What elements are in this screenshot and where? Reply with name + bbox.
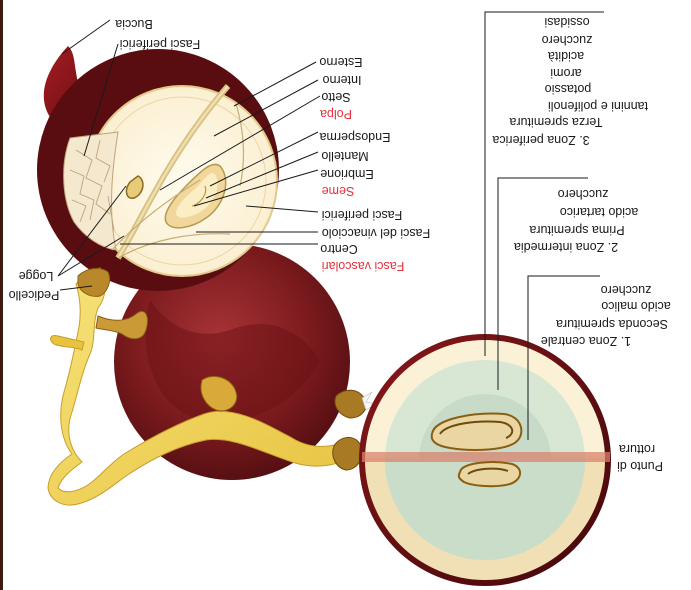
label-seme: Seme <box>322 184 355 198</box>
zone2-item-acido-tartarico: acido tartarico <box>560 205 639 219</box>
label-interno: Interno <box>322 73 361 87</box>
label-embrione: Embrione <box>320 167 374 181</box>
zone3-item-tannini: tannini e polifenoli <box>548 99 648 113</box>
zone1-item-zucchero: zucchero <box>601 283 652 297</box>
label-centro: Centro <box>320 242 358 256</box>
zone3-item-acidita: acidità <box>548 49 584 63</box>
breaking-point-line <box>362 452 610 462</box>
zone3-item-zucchero: zucchero <box>542 33 593 47</box>
zone2-item-zucchero: zucchero <box>558 187 609 201</box>
label-rottura: rottura <box>619 442 655 456</box>
cross-section-seed-2 <box>459 462 520 486</box>
label-esterno: Esterno <box>319 55 362 69</box>
label-fasci-periferici-mid: Fasci periferici <box>322 208 403 222</box>
label-punto-di: Punto di <box>617 459 663 473</box>
zone2-title: 2. Zona intermedia <box>514 240 618 254</box>
zone3-item-aromi: aromi <box>550 66 581 80</box>
label-pedicello: Pedicello <box>9 288 60 302</box>
label-polpa: Polpa <box>320 107 352 121</box>
label-endosperma: Endosperma <box>320 130 391 144</box>
label-fasci-periferici-top: Fasci periferici <box>120 37 201 51</box>
zone3-item-potassio: potassio <box>545 82 592 96</box>
label-fasci-del-vinacciolo: Fasci del vinacciolo <box>322 226 430 240</box>
zone1-title: 1. Zona centrale <box>541 334 631 348</box>
zone1-subtitle: Seconda spremitura <box>556 317 668 331</box>
zone1-item-acido-malico: acido malico <box>601 299 671 313</box>
zone3-item-ossidasi: ossidasi <box>544 15 589 29</box>
left-border-strip <box>0 0 3 590</box>
zone3-title: 3. Zona periferica <box>492 133 589 147</box>
label-mantello: Mantello <box>321 149 368 163</box>
zone3-subtitle: Terza spremitura <box>509 115 602 129</box>
zone2-subtitle: Prima spremitura <box>529 223 624 237</box>
label-buccia: Buccia <box>115 17 153 31</box>
label-logge: Logge <box>19 269 54 283</box>
cross-section-berry <box>359 334 611 586</box>
label-fasci-vascolari: Fasci vascolari <box>322 259 405 273</box>
label-setto: Setto <box>321 90 350 104</box>
